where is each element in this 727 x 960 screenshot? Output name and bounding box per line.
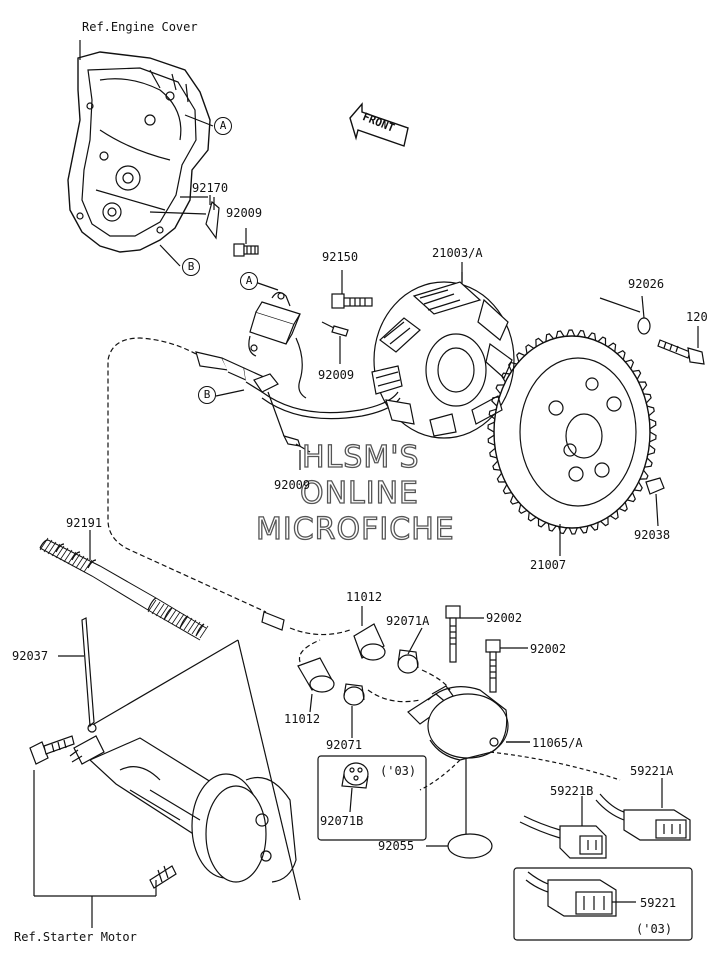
part-59221-label: 59221: [640, 896, 677, 910]
bolt-92150: [331, 270, 373, 309]
cap-11012-top: [353, 606, 386, 661]
ref-starter-motor-label: Ref.Starter Motor: [14, 930, 137, 944]
watermark-line-3: MICROFICHE: [255, 512, 455, 547]
callout-a-upper: A: [214, 117, 232, 135]
bolt-92002-b: [485, 639, 528, 693]
part-11012-top-label: 11012: [346, 590, 383, 604]
part-11012-low-label: 11012: [284, 712, 321, 726]
part-92170-label: 92170: [192, 181, 229, 195]
screw-92009-low: [282, 435, 311, 470]
note-92071b-year: ('03): [380, 764, 417, 778]
part-92009-low-label: 92009: [274, 478, 311, 492]
screw-92009-mid: [321, 321, 349, 364]
cover-11065: [407, 685, 621, 791]
part-92009-top-label: 92009: [226, 206, 263, 220]
bolt-120: [657, 326, 705, 365]
callout-b-lower: B: [198, 386, 216, 404]
part-21003-label: 21003/A: [432, 246, 483, 260]
connector-92071: [343, 683, 365, 738]
part-92191-label: 92191: [66, 516, 103, 530]
cap-11012-low: [297, 657, 335, 713]
ref-engine-cover-label: Ref.Engine Cover: [82, 20, 198, 34]
spring-92191: [39, 530, 207, 641]
watermark-line-1: HLSM'S: [301, 440, 420, 475]
flywheel-drawing: [487, 329, 657, 535]
callout-b-upper: B: [182, 258, 200, 276]
part-92055-label: 92055: [378, 839, 415, 853]
part-92071-label: 92071: [326, 738, 363, 752]
starter-bolt: [29, 735, 75, 765]
part-92009-mid-label: 92009: [318, 368, 355, 382]
watermark-line-2: ONLINE: [299, 476, 420, 511]
callout-a-lower: A: [240, 272, 258, 290]
part-92002-b-label: 92002: [530, 642, 567, 656]
part-92071b-label: 92071B: [320, 814, 364, 828]
starter-motor-drawing: [69, 735, 297, 889]
connector-92071a: [397, 627, 423, 674]
connector-92071b: [341, 762, 369, 813]
part-92026-label: 92026: [628, 277, 665, 291]
pickup-coil-drawing: [248, 291, 307, 399]
engine-cover-drawing: [67, 51, 211, 253]
connector-59221: [525, 871, 636, 917]
harness-grommet-drawing: [195, 351, 401, 437]
bolt-92002-a: [445, 605, 484, 663]
bolt-92009-top: [233, 228, 259, 257]
part-120-label: 120: [686, 310, 708, 324]
part-92037-label: 92037: [12, 649, 49, 663]
part-59221b-label: 59221B: [550, 784, 594, 798]
part-59221a-label: 59221A: [630, 764, 674, 778]
part-92150-label: 92150: [322, 250, 359, 264]
connector-59221a: [595, 778, 691, 841]
part-21007-label: 21007: [530, 558, 567, 572]
part-11065-label: 11065/A: [532, 736, 583, 750]
part-92038-label: 92038: [634, 528, 671, 542]
connector-59221b: [519, 796, 607, 859]
note-59221-year: ('03): [636, 922, 673, 936]
part-92071a-label: 92071A: [386, 614, 430, 628]
stator-drawing: [371, 262, 515, 439]
part-92002-a-label: 92002: [486, 611, 523, 625]
